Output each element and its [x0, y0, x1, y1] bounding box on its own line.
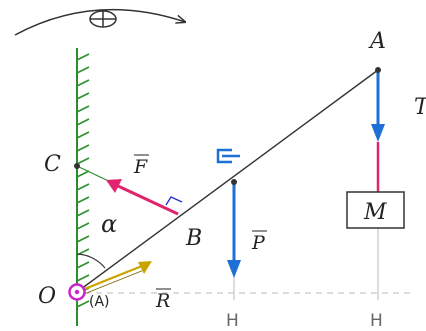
rod-oa — [76, 69, 379, 293]
pin-support — [68, 283, 86, 301]
force-p-origin-dot — [231, 179, 237, 185]
hatch-line — [76, 235, 90, 243]
label-point-b: B — [185, 226, 202, 251]
angle-alpha-arc — [76, 253, 106, 269]
label-point-c: C — [44, 152, 61, 177]
mass-box — [346, 191, 405, 229]
wall — [76, 48, 90, 326]
hatch-line — [76, 209, 90, 217]
hatch-line — [76, 196, 90, 204]
force-f-arrow — [106, 179, 179, 216]
hatch-line — [76, 118, 90, 126]
hatch-line — [76, 183, 90, 191]
label-mass-m: M — [363, 200, 387, 225]
hatch-line — [76, 105, 90, 113]
hatch-line — [76, 144, 90, 152]
label-dim-mark-1: H — [226, 311, 239, 331]
hatch-line — [76, 170, 90, 178]
hatch-line — [76, 300, 90, 308]
tension-t-arrow — [371, 70, 385, 142]
hatch-line — [76, 261, 90, 269]
right-angle-marker-icon — [165, 196, 183, 206]
reaction-r-arrow — [76, 261, 152, 297]
point-a-dot — [375, 67, 381, 73]
hatch-line — [76, 66, 90, 74]
label-support-tag: (A) — [89, 294, 110, 310]
force-p-arrow — [227, 182, 241, 278]
label-force-p: P — [251, 232, 266, 254]
label-point-a: A — [368, 29, 386, 54]
hatch-line — [76, 157, 90, 165]
label-force-f: F — [133, 156, 148, 178]
hatch-line — [76, 92, 90, 100]
rotation-direction-arc — [14, 8, 185, 36]
hatch-line — [76, 131, 90, 139]
label-dim-mark-2: H — [370, 311, 383, 331]
hatch-line — [76, 53, 90, 61]
label-angle-alpha: α — [101, 210, 117, 238]
hatch-line — [76, 274, 90, 282]
label-tension-t: T — [414, 95, 426, 120]
point-c-dot — [74, 163, 80, 169]
plus-in-circle-icon — [89, 10, 117, 28]
dimension-line — [85, 228, 410, 300]
label-force-r: R — [155, 290, 170, 312]
center-of-gravity-icon — [216, 148, 240, 164]
hatch-line — [76, 79, 90, 87]
wall-hatching — [76, 53, 90, 308]
hatch-line — [76, 222, 90, 230]
label-point-o: O — [38, 284, 56, 309]
